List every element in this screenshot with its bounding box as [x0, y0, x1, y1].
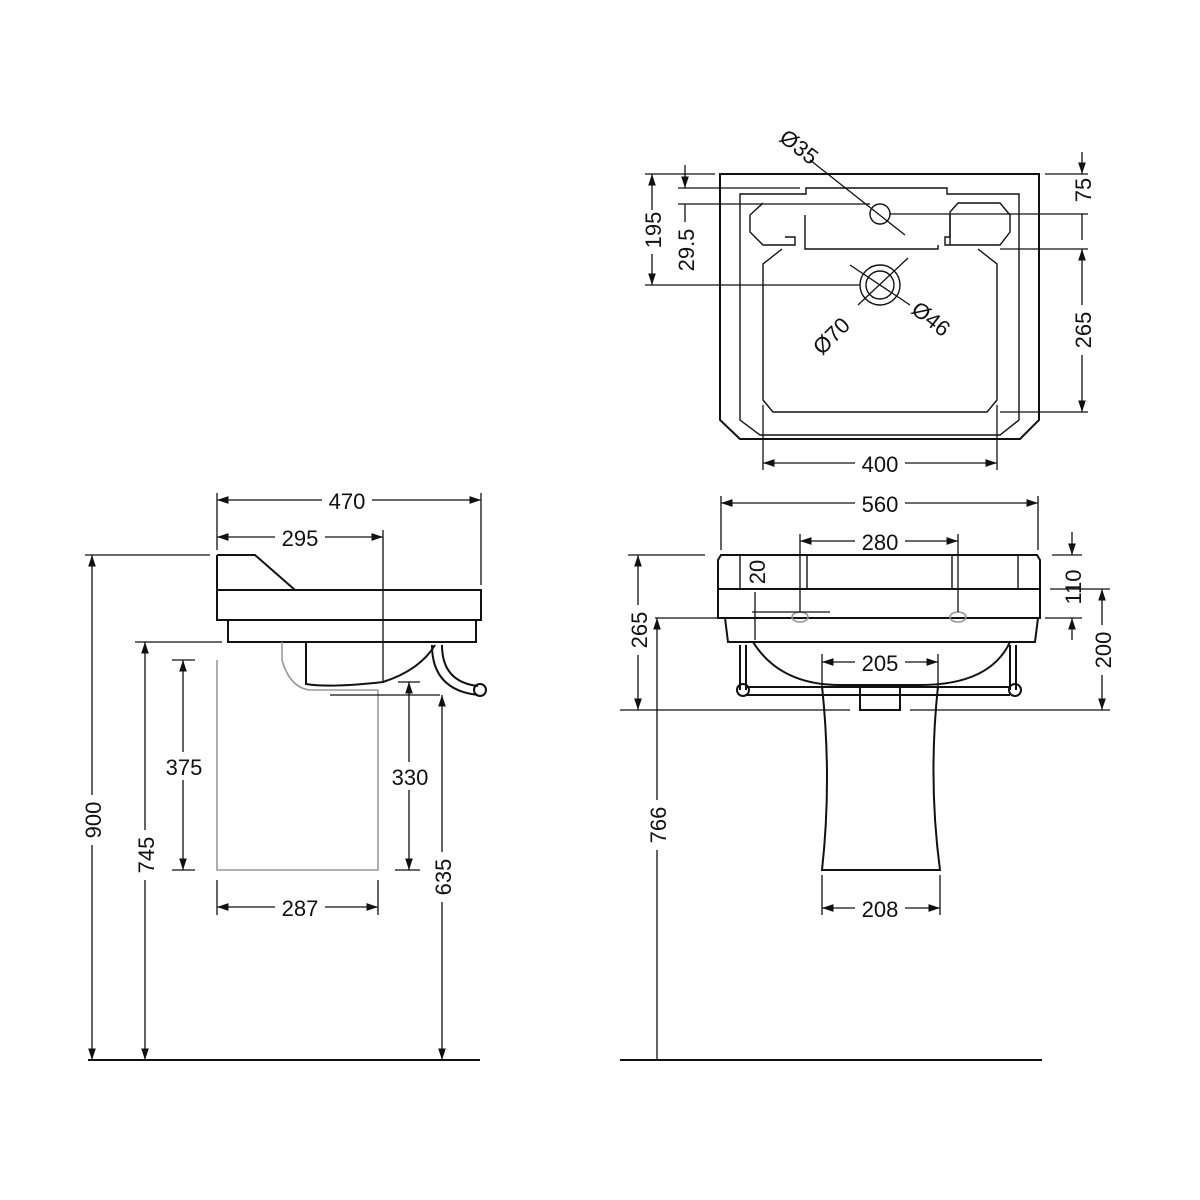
dim-rim-to-rail: 200 [1091, 632, 1116, 669]
dim-pedestal-height: 375 [166, 755, 203, 780]
dim-tap-centres: 280 [862, 530, 899, 555]
dim-trap-height: 330 [392, 765, 429, 790]
dim-overall-height: 900 [81, 802, 106, 839]
dim-pedestal-top-width: 205 [862, 651, 899, 676]
side-view: 470 295 900 745 375 330 635 287 [80, 487, 487, 1061]
dim-overall-depth: 470 [329, 489, 366, 514]
dim-upstand: 110 [1061, 569, 1086, 604]
dim-basin-height: 265 [627, 612, 652, 649]
dim-overall-width: 560 [862, 492, 899, 517]
dim-depth-to-waste: 195 [641, 212, 666, 249]
dim-tap-offset: 29.5 [674, 229, 699, 272]
dim-tap-hole: Ø35 [775, 124, 823, 169]
dim-pedestal-depth: 287 [282, 896, 319, 921]
front-view: 560 280 20 265 766 110 200 205 [620, 490, 1116, 1061]
dim-waste-inner: Ø46 [907, 296, 955, 341]
dim-rim-to-tap: 75 [1071, 178, 1096, 202]
dim-pedestal-base-width: 208 [862, 897, 899, 922]
plan-view: 400 Ø35 Ø70 Ø46 195 29.5 75 265 [640, 124, 1096, 477]
dim-depth-to-pedestal: 295 [282, 526, 319, 551]
dim-rail-height-side: 635 [431, 859, 456, 896]
dim-waste-outer: Ø70 [808, 312, 855, 359]
dim-rail-height-front: 766 [646, 807, 671, 844]
dim-bowl-width: 400 [862, 452, 899, 477]
dim-bowl-depth: 265 [1071, 312, 1096, 349]
dim-overflow-drop: 20 [745, 560, 770, 584]
dim-underside-height: 745 [134, 837, 159, 874]
